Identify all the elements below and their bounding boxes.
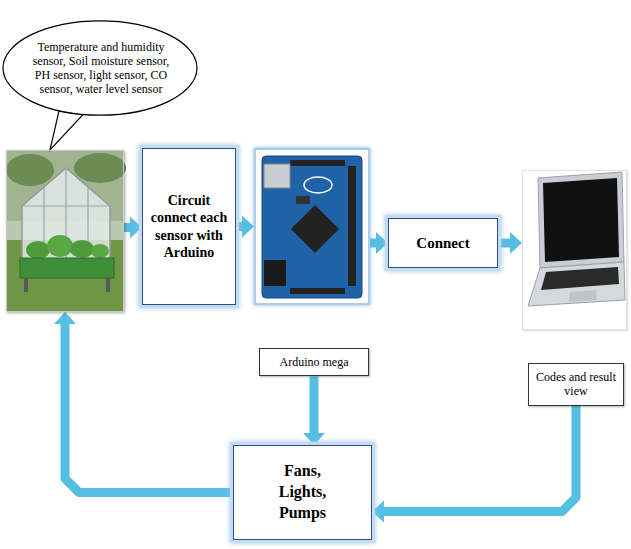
caption-label: Arduino mega (259, 348, 369, 376)
power-jack (264, 260, 286, 286)
output-box: Fans, Lights, Pumps (233, 445, 372, 540)
box-label: Fans, Lights, Pumps (270, 461, 336, 523)
pin-header (290, 160, 345, 166)
plant (47, 235, 73, 257)
tree-blob (6, 154, 54, 186)
flow-arrow (124, 223, 130, 232)
greenhouse-glass (22, 168, 110, 262)
pin-header (348, 166, 356, 286)
greenhouse-picture (6, 151, 126, 311)
flow-arrow (236, 222, 242, 231)
microcontroller-chip (291, 205, 339, 253)
greenhouse-frame-bar (22, 205, 110, 206)
small-chip (296, 196, 310, 204)
usb-port (264, 164, 290, 188)
plant (26, 241, 50, 259)
bubble-tail (50, 111, 83, 150)
callout-text: Temperature and humidity sensor, Soil mo… (31, 41, 171, 96)
greenhouse-frame: Temperature and humidity sensor, Soil mo… (6, 150, 124, 312)
planter-leg (24, 278, 28, 292)
box-label: Connect (395, 234, 491, 252)
process-box: Circuit connect each sensor with Arduino (142, 148, 236, 305)
flow-arrow (384, 406, 576, 512)
flow-arrow (370, 239, 376, 248)
arduino-board (262, 156, 362, 298)
plant (91, 244, 109, 258)
flow-arrow (310, 376, 319, 433)
laptop-base (528, 262, 625, 306)
caption-label: Codes and result view (528, 363, 624, 406)
board-frame: Arduino mega (254, 148, 370, 305)
board-background (256, 150, 368, 303)
pin-header (290, 288, 345, 294)
flow-arrow (65, 324, 233, 493)
laptop-trackpad (569, 290, 597, 302)
planter-base (20, 258, 114, 278)
tree-blob (74, 153, 126, 183)
plant (70, 240, 94, 258)
process-box: Connect (388, 218, 498, 268)
laptop-frame: Codes and result view (522, 170, 627, 330)
laptop-keyboard (541, 267, 619, 290)
laptop-screen (543, 178, 619, 262)
bubble-outline (3, 21, 197, 115)
planter-leg (106, 278, 110, 292)
speech-bubble (3, 21, 197, 150)
laptop-picture (528, 172, 625, 306)
flow-arrow (498, 239, 510, 248)
board-logo (304, 177, 332, 193)
box-label: Circuit connect each sensor with Arduino (149, 192, 229, 262)
arduino-picture (256, 150, 368, 303)
laptop-lid (538, 172, 624, 268)
